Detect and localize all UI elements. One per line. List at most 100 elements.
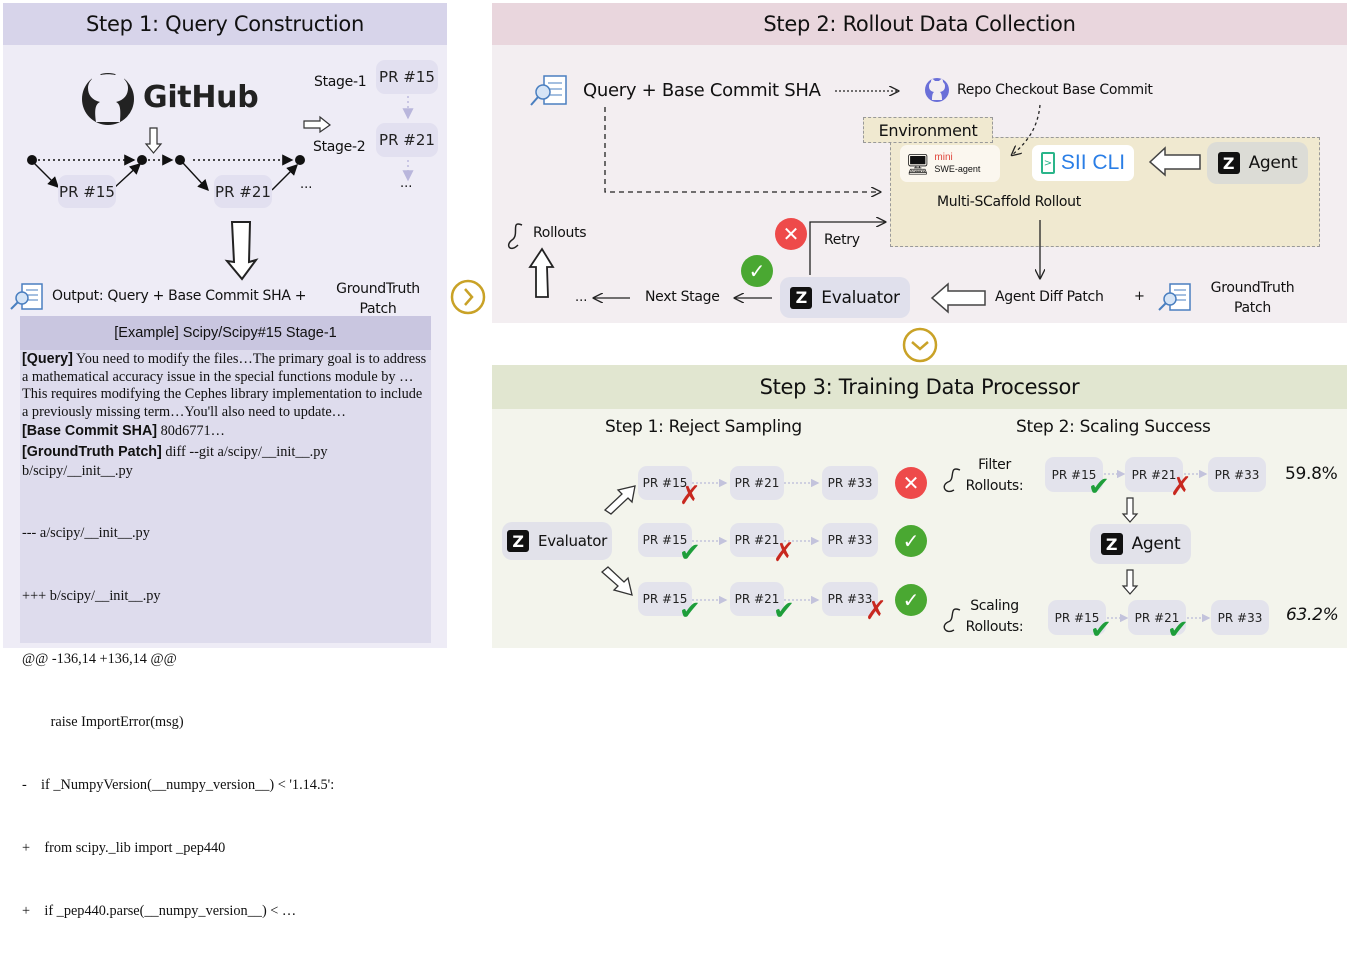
multi-scaffold-rollout-label: Multi-SCaffold Rollout	[937, 194, 1081, 210]
rollouts-up-arrow-icon	[528, 247, 555, 298]
patch-head: diff --git a/scipy/__init__.py b/scipy/_…	[22, 443, 328, 479]
fail-result-icon: ✕	[895, 467, 927, 499]
sii-cli-label: SII CLI	[1060, 151, 1126, 174]
pr-box: PR #15	[1045, 457, 1103, 492]
example-sha: [Base Commit SHA] 80d6771…	[22, 423, 429, 441]
pr-box: PR #15	[638, 466, 692, 500]
scaling-percentage: 63.2%	[1286, 605, 1339, 625]
example-patch: [GroundTruth Patch] diff --git a/scipy/_…	[22, 443, 429, 481]
check-mark-icon: ✔	[1167, 615, 1189, 645]
groundtruth-line2: Patch	[359, 301, 397, 317]
github-logo-icon	[82, 71, 134, 125]
groundtruth-patch-label: GroundTruth Patch	[1200, 278, 1305, 318]
next-stage-label: Next Stage	[645, 289, 720, 305]
step1-title: Step 1: Query Construction	[3, 3, 447, 45]
groundtruth-doc-icon	[1158, 283, 1191, 311]
pr-box: PR #33	[1211, 600, 1269, 635]
rollouts-label: Rollouts	[533, 225, 587, 241]
step3-arrows	[600, 468, 1211, 633]
pr-box: PR #15	[638, 523, 692, 557]
filter-rollouts-label: Filter Rollouts:	[962, 455, 1027, 497]
patch-line: --- a/scipy/__init__.py	[22, 524, 150, 541]
scaling-line2: Rollouts:	[965, 619, 1024, 635]
timeline-dots	[27, 155, 305, 165]
evaluator-label: Evaluator	[821, 287, 900, 308]
fail-icon: ✕	[775, 218, 807, 250]
sii-cli-logo: > SII CLI	[1032, 145, 1134, 181]
timeline-pr-15: PR #15	[58, 175, 116, 208]
reject-sampling-title: Step 1: Reject Sampling	[605, 417, 802, 437]
patch-lines: --- a/scipy/__init__.py +++ b/scipy/__in…	[22, 481, 429, 964]
pr-box: PR #33	[822, 523, 878, 557]
pr-box: PR #21	[730, 523, 784, 557]
timeline-pr-21: PR #21	[214, 175, 272, 208]
hollow-arrow-down-small-icon	[144, 127, 163, 154]
example-title: [Example] Scipy/Scipy#15 Stage-1	[20, 316, 431, 350]
environment-label: Environment	[863, 117, 993, 143]
check-mark-icon: ✔	[773, 596, 795, 626]
pr-box: PR #15	[1048, 600, 1106, 635]
mini-label: mini	[934, 152, 953, 163]
groundtruth-line2: Patch	[1234, 300, 1271, 316]
pass-icon: ✓	[741, 255, 773, 287]
example-query: [Query] You need to modify the files…The…	[22, 351, 429, 421]
scaling-rollouts-label: Scaling Rollouts:	[962, 596, 1027, 638]
agent-label: Agent	[1131, 534, 1181, 554]
z-logo-icon: Z	[1100, 533, 1123, 555]
cross-mark-icon: ✗	[1170, 472, 1192, 502]
stage-ellipsis: ...	[400, 176, 413, 191]
pass-result-icon: ✓	[895, 584, 927, 616]
step3-panel: Step 3: Training Data Processor	[492, 365, 1347, 648]
retry-label: Retry	[824, 232, 860, 248]
github-icon	[925, 78, 949, 102]
sha-value: 80d6771…	[160, 423, 225, 439]
pr-box: PR #21	[730, 582, 784, 616]
timeline-ellipsis: ...	[300, 177, 313, 192]
hollow-arrow-upright-icon	[603, 485, 636, 515]
groundtruth-line1: GroundTruth	[336, 281, 420, 297]
query-doc-icon	[10, 283, 43, 310]
cross-mark-icon: ✗	[865, 596, 887, 626]
next-step-chevron-icon	[450, 279, 486, 315]
hollow-arrow-down-icon	[1121, 497, 1139, 523]
hollow-arrow-right-icon	[303, 115, 332, 134]
hollow-arrow-down-icon	[1121, 569, 1139, 595]
stage-2-pr: PR #21	[376, 123, 438, 157]
pr-box: PR #33	[822, 466, 878, 500]
scaling-line1: Scaling	[970, 598, 1019, 614]
pr-box: PR #21	[1125, 457, 1183, 492]
repo-checkout-label: Repo Checkout Base Commit	[957, 82, 1153, 98]
patch-line: - if _NumpyVersion(__numpy_version__) < …	[22, 776, 335, 793]
check-mark-icon: ✔	[1090, 615, 1112, 645]
scaling-success-title: Step 2: Scaling Success	[1016, 417, 1211, 437]
evaluator-label: Evaluator	[538, 532, 607, 550]
swe-agent-label: SWE-agent	[934, 164, 981, 174]
step3-agent-box: Z Agent	[1090, 524, 1191, 564]
check-mark-icon: ✔	[679, 538, 701, 568]
output-label: Output: Query + Base Commit SHA +	[52, 288, 307, 304]
patch-line: + from scipy._lib import _pep440	[22, 839, 226, 856]
swe-agent-icon: 🖥	[905, 151, 931, 176]
sha-label: [Base Commit SHA]	[22, 423, 158, 439]
z-logo-icon: Z	[1217, 152, 1240, 174]
z-logo-icon: Z	[790, 286, 813, 309]
cross-mark-icon: ✗	[773, 538, 795, 568]
step2-arrows	[507, 45, 1201, 314]
github-label: GitHub	[143, 80, 259, 115]
pr-box: PR #33	[1208, 457, 1266, 492]
groundtruth-line1: GroundTruth	[1210, 280, 1295, 296]
pr-box: PR #21	[730, 466, 784, 500]
pr-box: PR #33	[822, 582, 878, 616]
example-box: [Example] Scipy/Scipy#15 Stage-1 [Query]…	[20, 316, 431, 919]
plus-label: +	[1134, 289, 1145, 304]
agent-diff-patch-label: Agent Diff Patch	[995, 289, 1104, 305]
filter-line1: Filter	[978, 457, 1011, 473]
patch-line: raise ImportError(msg)	[22, 713, 184, 730]
stage-1-pr: PR #15	[376, 60, 438, 94]
cross-mark-icon: ✗	[679, 481, 701, 511]
stage-1-label: Stage-1	[314, 74, 367, 90]
